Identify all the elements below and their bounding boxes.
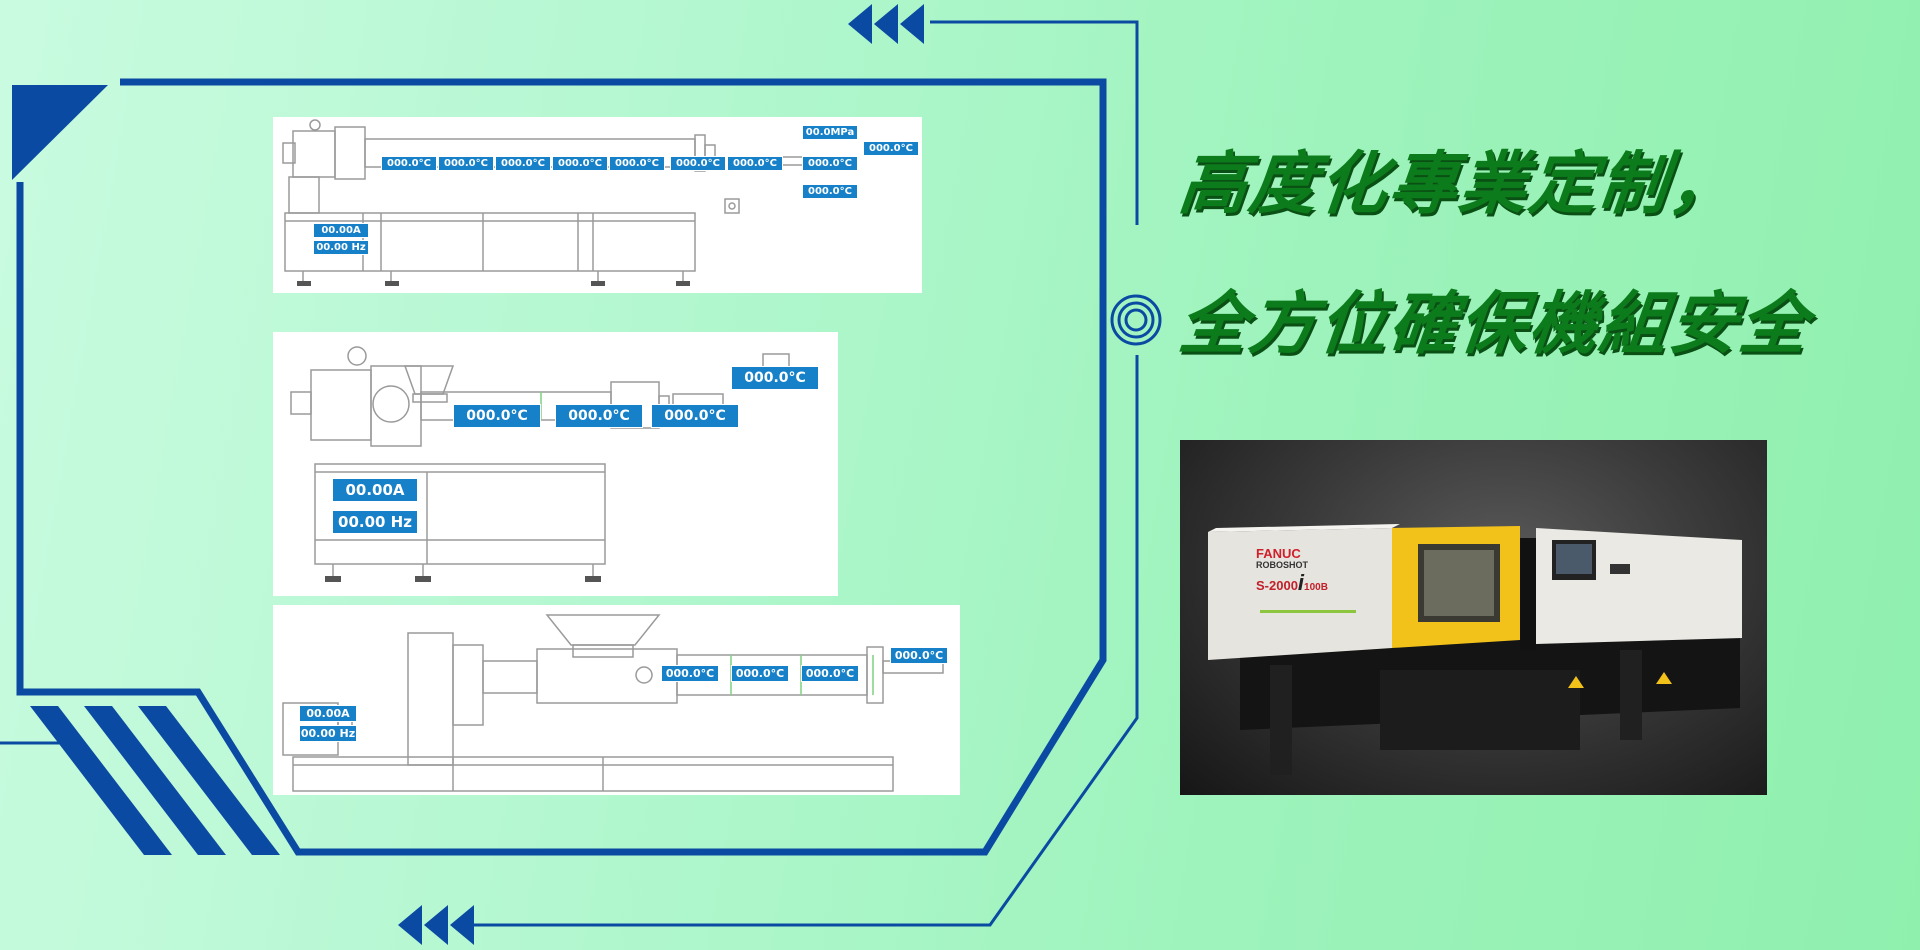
zone-temp-1: 000.0°C	[661, 665, 719, 682]
arrow-left-icon	[450, 905, 474, 945]
extruder-diagram-2: 000.0°C 000.0°C 000.0°C 000.0°C 00.00A 0…	[273, 332, 838, 596]
extruder-diagram-3: 000.0°C 000.0°C 000.0°C 000.0°C 00.00A 0…	[273, 605, 960, 795]
motor-frequency: 00.00 Hz	[332, 510, 418, 534]
arrow-left-icon	[398, 905, 422, 945]
zone-temp-1: 000.0°C	[453, 404, 541, 428]
arrow-left-icon	[900, 4, 924, 44]
lower-temp: 000.0°C	[802, 184, 858, 199]
motor-current: 00.00A	[313, 223, 369, 238]
outlet-temp: 000.0°C	[863, 141, 919, 156]
zone-temp-4: 000.0°C	[552, 156, 608, 171]
zone-temp-3: 000.0°C	[801, 665, 859, 682]
zone-temp-6: 000.0°C	[670, 156, 726, 171]
brand-label: FANUC	[1256, 546, 1301, 561]
extruder-drawing-3	[282, 614, 944, 792]
extruder-diagram-1: 00.0MPa 000.0°C 000.0°C 000.0°C 000.0°C …	[273, 117, 922, 293]
series-label: ROBOSHOT	[1256, 560, 1309, 570]
motor-frequency: 00.00 Hz	[313, 240, 369, 255]
pressure-readout: 00.0MPa	[802, 125, 858, 140]
headline-line-2: 全方位確保機組安全	[1175, 285, 1814, 364]
injection-molding-machine-illustration	[1208, 524, 1742, 775]
motor-current: 00.00A	[332, 478, 418, 502]
model-i: i	[1297, 570, 1305, 595]
outlet-temp: 000.0°C	[890, 647, 948, 664]
headline-line-1: 高度化專業定制，	[1175, 145, 1744, 224]
model-suffix: 100B	[1304, 582, 1328, 593]
motor-frequency: 00.00 Hz	[299, 725, 357, 742]
motor-current: 00.00A	[299, 705, 357, 722]
zone-temp-3: 000.0°C	[495, 156, 551, 171]
head-temp: 000.0°C	[731, 366, 819, 390]
model-label: S-2000i100B	[1256, 570, 1328, 596]
arrow-left-icon	[424, 905, 448, 945]
machine-photo: FANUC ROBOSHOT S-2000i100B	[1180, 440, 1767, 795]
zone-temp-7: 000.0°C	[727, 156, 783, 171]
zone-temp-2: 000.0°C	[555, 404, 643, 428]
zone-temp-2: 000.0°C	[438, 156, 494, 171]
model-prefix: S-2000	[1256, 578, 1298, 593]
zone-temp-3: 000.0°C	[651, 404, 739, 428]
arrow-left-icon	[848, 4, 872, 44]
zone-temp-2: 000.0°C	[731, 665, 789, 682]
extruder-drawing-1	[282, 119, 829, 286]
arrow-left-icon	[874, 4, 898, 44]
die-temp: 000.0°C	[802, 156, 858, 171]
zone-temp-5: 000.0°C	[609, 156, 665, 171]
zone-temp-1: 000.0°C	[381, 156, 437, 171]
